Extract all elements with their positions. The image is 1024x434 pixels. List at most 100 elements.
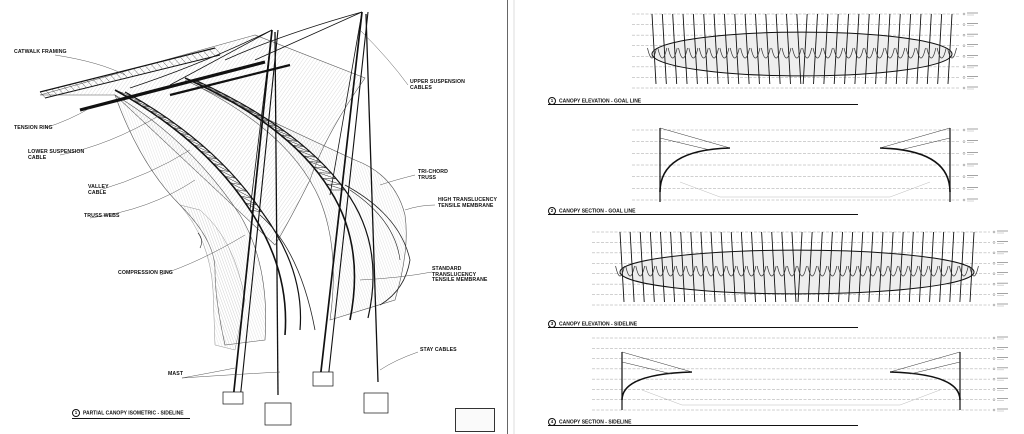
elevation-truss-arch (918, 265, 929, 277)
view-title-text-3: CANOPY ELEVATION - SIDELINE (559, 321, 638, 328)
section-truss (659, 147, 731, 193)
elevation-truss-arch (949, 265, 959, 277)
mast-front (232, 29, 273, 401)
level-marker (962, 152, 966, 155)
elevation-mast (868, 231, 874, 303)
level-marker (962, 86, 966, 90)
mast-rear (319, 11, 363, 381)
elevation-truss-arch (777, 265, 787, 277)
elevation-truss-arch (843, 47, 854, 59)
elevation-truss-arch (791, 47, 802, 59)
callout-tension-ring: TENSION RING (14, 125, 53, 131)
section-cable (889, 351, 961, 375)
elevation-truss-arch (827, 265, 838, 277)
elevation-mast (672, 13, 678, 85)
elevation-truss-arch (615, 265, 625, 277)
elevation-mast (692, 13, 698, 85)
elevation-truss-arch (760, 47, 771, 59)
level-marker (992, 357, 996, 360)
elevation-mast (713, 13, 719, 85)
elevation-mast (660, 231, 665, 303)
sheet-divider (507, 0, 508, 434)
elevation-truss-arch (706, 265, 716, 277)
title-underline (72, 418, 190, 419)
elevation-mast (791, 231, 797, 303)
mast-base-rear (312, 371, 334, 387)
elevation-mast (771, 231, 777, 303)
elevation-mast (916, 13, 922, 85)
elevation-truss-arch (746, 265, 757, 277)
isometric-sheet: CATWALK FRAMING TENSION RING LOWER SUSPE… (0, 0, 505, 434)
elevation-mast (682, 13, 688, 85)
elevation-mast (848, 231, 854, 303)
elevation-mast (700, 231, 706, 303)
elevation-mast (864, 13, 870, 85)
elevation-mast (939, 231, 945, 303)
elevation-mast (885, 13, 891, 85)
stay-base-front (264, 402, 292, 426)
elevation-mast (888, 231, 894, 303)
elevation-mast (926, 13, 932, 85)
stay-cables (274, 13, 379, 396)
elevation-mast (680, 231, 686, 303)
leader-lines (44, 29, 436, 379)
view-title-text-1: CANOPY ELEVATION - GOAL LINE (559, 98, 642, 105)
elevation-truss-arch (878, 265, 888, 277)
level-marker (992, 241, 996, 244)
level-marker (962, 128, 966, 132)
level-marker (962, 44, 966, 47)
level-marker (962, 23, 966, 26)
callout-upper-suspension-cables: UPPER SUSPENSION CABLES (410, 79, 465, 91)
level-marker (992, 408, 996, 412)
callout-truss-webs: TRUSS WEBS (84, 213, 120, 219)
section-goal-line (659, 127, 951, 202)
elevation-mast (661, 13, 667, 85)
elevation-truss-arch (726, 265, 737, 277)
elevation-mast (690, 231, 696, 303)
elevation-mast (844, 13, 850, 85)
elevation-truss-arch (898, 265, 908, 277)
elevation-truss-arch (740, 47, 750, 59)
elevation-mast (813, 13, 818, 85)
level-marker (962, 175, 966, 178)
callout-lower-suspension-cable: LOWER SUSPENSION CABLE (28, 149, 85, 161)
elevation-truss-arch (928, 265, 939, 277)
callout-high-translucency-membrane: HIGH TRANSLUCENCY TENSILE MEMBRANE (438, 197, 498, 209)
elevation-truss-arch (688, 47, 699, 59)
elevation-mast (827, 231, 833, 303)
elevation-mast (937, 13, 943, 85)
elevation-truss-arch (667, 47, 678, 59)
level-marker (992, 367, 996, 371)
elevation-mast (786, 13, 791, 85)
elevation-mast (878, 231, 884, 303)
seating-bowl-outline (679, 181, 931, 198)
elevation-truss-arch (874, 47, 885, 59)
elevation-truss-arch (625, 265, 635, 277)
level-marker (962, 12, 966, 16)
elevation-truss-arch (857, 265, 868, 277)
elevation-mast (740, 231, 746, 303)
upper-suspension-cables (129, 11, 363, 211)
elevation-truss-arch (823, 47, 833, 59)
view-title-text-2: CANOPY SECTION - GOAL LINE (559, 208, 636, 215)
elevation-truss-arch (864, 47, 875, 59)
elevation-mast (651, 13, 657, 85)
level-marker (992, 388, 996, 391)
elevation-mast (639, 231, 645, 303)
elevation-mast (895, 13, 901, 85)
elevation-mast (875, 13, 881, 85)
elevation-truss-arch (686, 265, 696, 277)
elevation-truss-arch (709, 47, 719, 59)
elevation-truss-arch (905, 47, 916, 59)
elevation-mast (918, 231, 924, 303)
elevation-truss-arch (908, 265, 919, 277)
elevation-mast (730, 231, 736, 303)
elevation-truss-arch (696, 265, 706, 277)
view-underline-4 (548, 425, 858, 426)
elevation-truss-arch (766, 265, 777, 277)
elevation-truss-arch (675, 265, 686, 277)
callout-standard-translucency-membrane: STANDARD TRANSLUCENCY TENSILE MEMBRANE (432, 266, 488, 284)
elevation-mast (751, 231, 756, 303)
title-block (455, 408, 495, 432)
